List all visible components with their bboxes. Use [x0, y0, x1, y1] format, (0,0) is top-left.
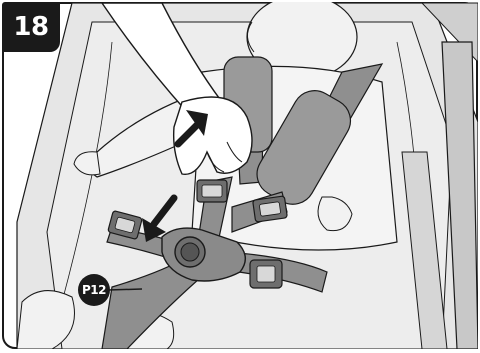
callout-leader [107, 288, 143, 291]
part-callout-label: P12 [78, 274, 110, 306]
step-number-badge: 18 [2, 2, 60, 52]
up-arrow-icon [174, 110, 208, 148]
slider-buckle [259, 201, 281, 217]
baby-ear [247, 21, 255, 53]
adult-finger [226, 141, 243, 163]
adult-finger [206, 151, 225, 173]
down-arrow-icon [142, 194, 178, 242]
central-buckle-button [180, 242, 200, 262]
baby-hand-right [317, 196, 353, 232]
baby-hand-left [73, 151, 101, 176]
slider-buckle [201, 184, 223, 198]
baby-leg-left [16, 290, 75, 350]
slider-buckle [114, 216, 136, 234]
slider-buckle [256, 265, 276, 283]
